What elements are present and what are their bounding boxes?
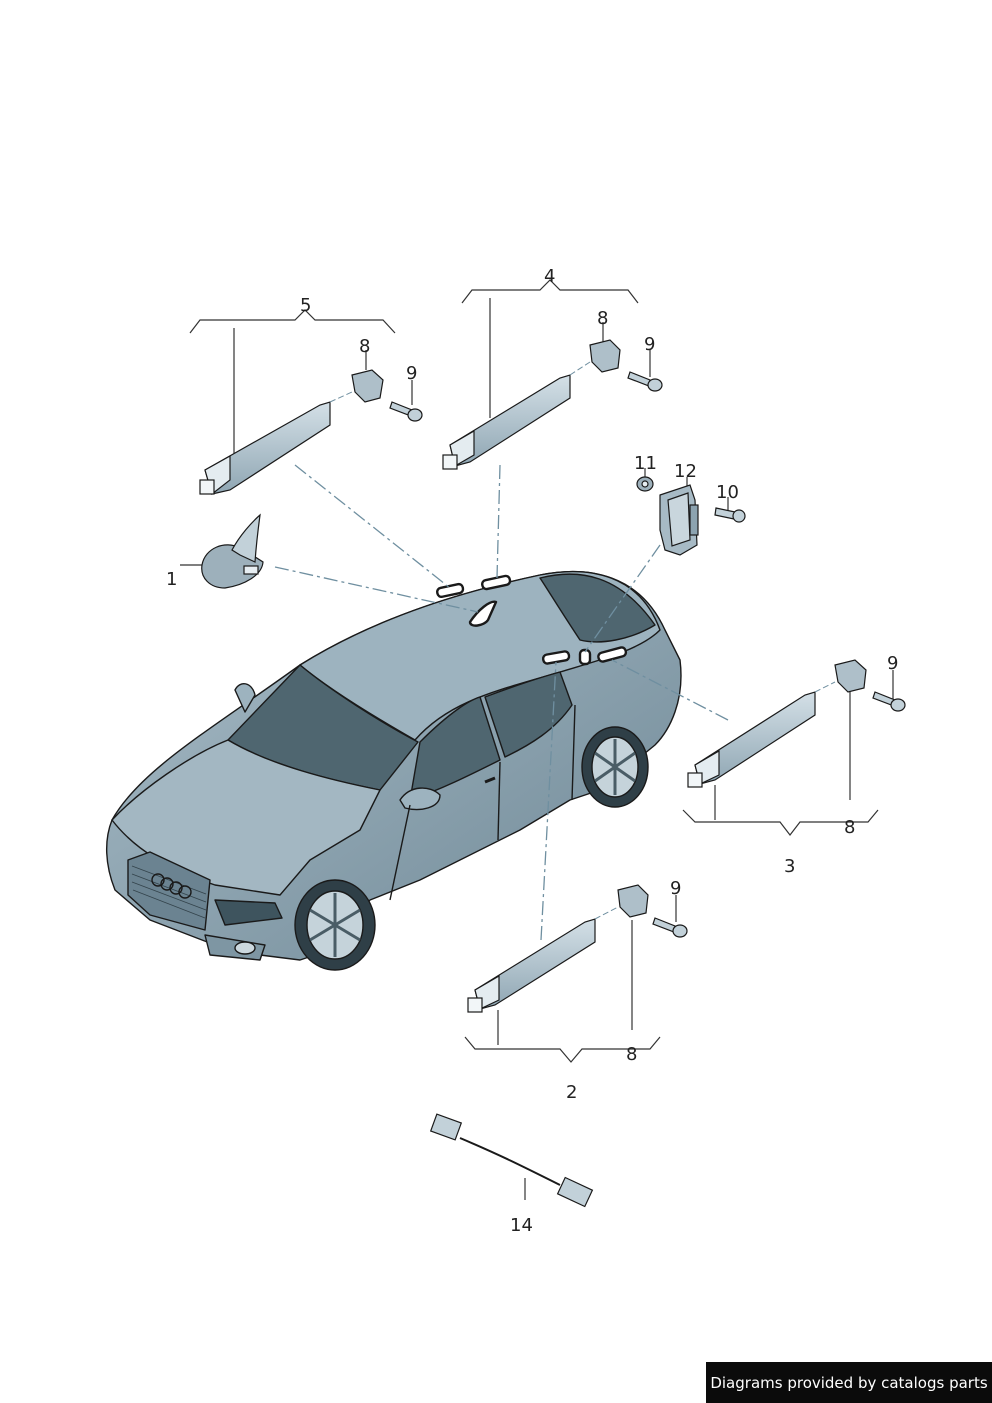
leader-lines [274, 464, 729, 941]
callout-4: 4 [544, 266, 555, 287]
callout-8a: 8 [359, 336, 370, 357]
callout-11: 11 [634, 453, 657, 474]
callout-9d: 9 [670, 878, 681, 899]
clip-icon [351, 339, 867, 918]
car-icon [105, 570, 682, 971]
footer-credit: Diagrams provided by catalogs parts [706, 1362, 992, 1403]
callout-1: 1 [166, 569, 177, 590]
nut-icon [636, 476, 654, 492]
bracket-icon [659, 484, 699, 556]
group-braces [180, 279, 894, 1200]
callout-12: 12 [674, 461, 697, 482]
callout-9b: 9 [644, 334, 655, 355]
callout-9a: 9 [406, 363, 417, 384]
antenna-bar-icon [199, 374, 816, 1013]
callout-9c: 9 [887, 653, 898, 674]
callout-14: 14 [510, 1215, 533, 1236]
callout-8b: 8 [597, 308, 608, 329]
antenna-module-icon [201, 513, 264, 589]
callout-8d: 8 [626, 1044, 637, 1065]
callout-2: 2 [566, 1082, 577, 1103]
cable-icon [429, 1113, 594, 1208]
screw-icon [389, 371, 906, 938]
callout-3: 3 [784, 856, 795, 877]
callout-labels: 1 2 3 4 5 8 8 8 8 8 9 9 9 9 10 11 12 14 [166, 266, 898, 1236]
callout-10: 10 [716, 482, 739, 503]
callout-8c: 8 [844, 817, 855, 838]
callout-5: 5 [300, 295, 311, 316]
